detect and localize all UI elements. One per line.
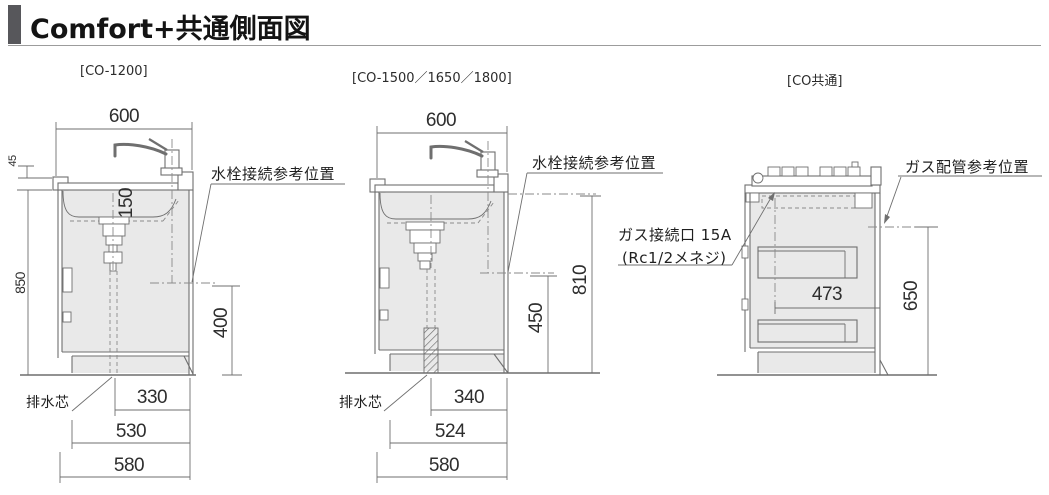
label-d2-faucet-ref: 水栓接続参考位置 [532, 154, 657, 172]
label-d3-gas-thread: (Rc1/2メネジ) [622, 249, 727, 267]
diagram2-title: [CO-1500／1650／1800] [352, 71, 512, 86]
dim-d2-drain-to-wall: 340 [453, 387, 485, 408]
dim-d1-width-top: 600 [108, 106, 140, 127]
label-d3-gas-pipe-ref: ガス配管参考位置 [905, 158, 1030, 176]
label-d3-gas-port: ガス接続口 15A [618, 226, 732, 244]
page-title: Comfort+共通側面図 [30, 14, 311, 45]
label-d1-faucet-ref: 水栓接続参考位置 [211, 165, 336, 183]
co1200-dimension-lines [17, 122, 345, 483]
dim-d1-height: 850 [12, 272, 28, 294]
label-d1-drain-center: 排水芯 [26, 395, 70, 411]
cocommon-cabinet-drawing [717, 161, 937, 376]
dim-d1-sink-depth: 150 [116, 187, 137, 219]
co1500-cabinet-drawing [345, 140, 600, 374]
dim-d1-conn-height: 400 [211, 307, 232, 339]
dim-d2-width-top: 600 [425, 110, 457, 131]
dim-d3-pipe-height: 650 [901, 280, 922, 312]
diagram1-title: [CO-1200] [80, 64, 148, 79]
dim-d1-total-depth: 580 [113, 455, 145, 476]
co1200-cabinet-drawing [20, 138, 216, 376]
header-accent-bar [8, 5, 21, 44]
dim-d2-mid-depth: 524 [434, 421, 466, 442]
drain-assembly [405, 221, 445, 270]
gas-cooktop-icon [751, 161, 882, 209]
gas-pipe-arrowhead [884, 214, 890, 224]
cocommon-dimension-lines [618, 175, 1042, 375]
label-d2-drain-center: 排水芯 [339, 395, 383, 411]
dim-d1-drain-to-wall: 330 [136, 387, 168, 408]
dim-d2-total-depth: 580 [428, 455, 460, 476]
dim-d2-conn-height: 450 [526, 302, 547, 334]
dim-d1-back-gap: 45 [7, 155, 19, 167]
dim-d1-mid-depth: 530 [115, 421, 147, 442]
gas-port-arrowhead [768, 192, 775, 201]
co1500-dimension-lines [376, 126, 663, 483]
drain-floor-penetration [423, 327, 439, 374]
diagram3-title: [CO共通] [787, 74, 843, 89]
dim-d3-gas-offset: 473 [811, 284, 843, 305]
header-divider [8, 45, 1041, 46]
drawer-boxes [757, 246, 858, 343]
dim-d2-upper-height: 810 [570, 264, 591, 296]
